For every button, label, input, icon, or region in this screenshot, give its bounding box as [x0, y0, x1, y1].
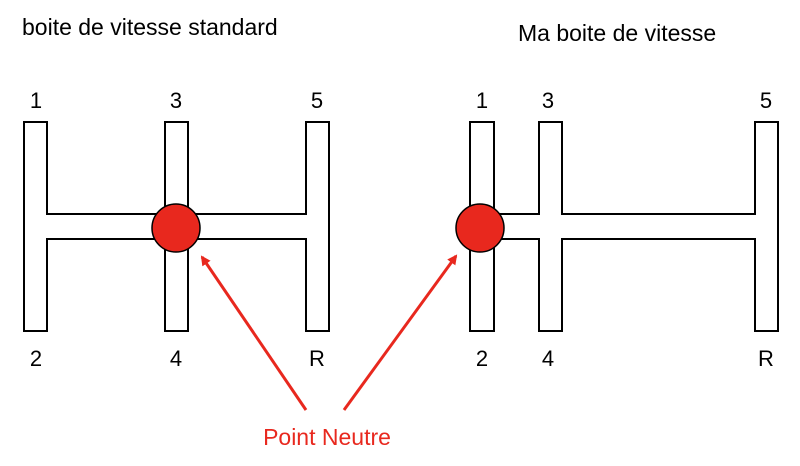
standard-gear-2-label: 2 [30, 346, 42, 371]
neutral-point-label: Point Neutre [263, 424, 391, 450]
standard-gear-r-label: R [309, 346, 325, 371]
custom-gear-pattern [469, 121, 779, 332]
custom-gear-2-label: 2 [476, 346, 488, 371]
standard-gear-1-label: 1 [30, 88, 42, 113]
custom-gear-1-label: 1 [476, 88, 488, 113]
custom-gearbox: Ma boite de vitesse 1 3 5 2 4 R [455, 20, 779, 371]
standard-gear-5-label: 5 [311, 88, 323, 113]
custom-gear-r-label: R [758, 346, 774, 371]
standard-neutral-point [151, 203, 201, 253]
standard-gear-4-label: 4 [170, 346, 182, 371]
arrow-to-standard-neutral [200, 255, 308, 411]
standard-gear-3-label: 3 [170, 88, 182, 113]
custom-gearbox-title: Ma boite de vitesse [518, 20, 716, 46]
custom-gear-3-label: 3 [542, 88, 554, 113]
custom-neutral-point [455, 203, 505, 253]
standard-gearbox: boite de vitesse standard 1 3 5 2 4 R [22, 14, 330, 371]
neutral-annotation: Point Neutre [200, 254, 458, 450]
standard-gearbox-title: boite de vitesse standard [22, 14, 278, 40]
arrow-to-custom-neutral [342, 254, 458, 411]
custom-gear-4-label: 4 [542, 346, 554, 371]
custom-gear-5-label: 5 [760, 88, 772, 113]
